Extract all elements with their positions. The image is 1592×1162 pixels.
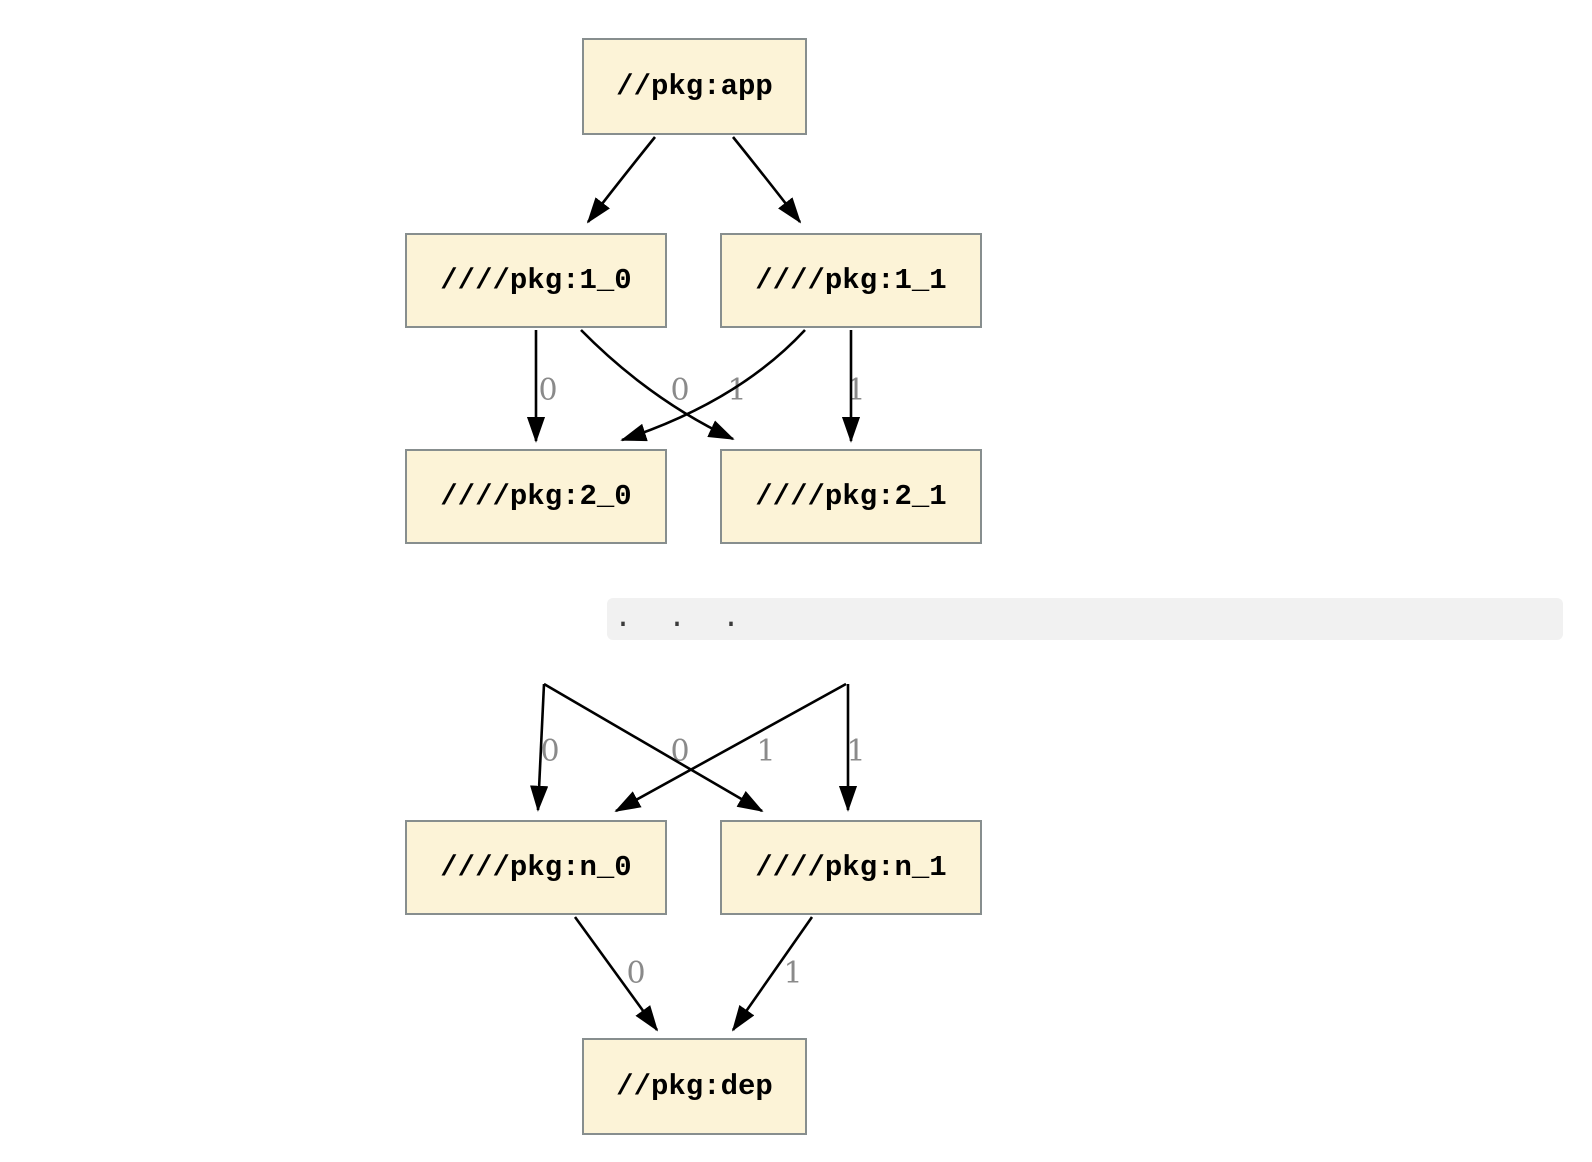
edge-label-1-0-to-2-1: 1 xyxy=(727,373,747,408)
edge-1-0-to-2-1 xyxy=(580,329,735,441)
node-pkg-app: //pkg:app xyxy=(582,38,807,135)
node-pkg-2-1: ////pkg:2_1 xyxy=(720,449,982,544)
edge-label-elided-to-n-1-cross: 1 xyxy=(756,734,776,769)
edge-elided-left-to-n-1 xyxy=(543,682,764,813)
edge-app-to-1-1 xyxy=(731,136,802,224)
edge-label-elided-to-n-1-right: 1 xyxy=(846,734,866,769)
node-pkg-1-1: ////pkg:1_1 xyxy=(720,233,982,328)
edge-label-n-0-to-dep: 0 xyxy=(626,956,646,991)
node-pkg-1-0: ////pkg:1_0 xyxy=(405,233,667,328)
ellipsis-code-block: . . . xyxy=(607,598,1563,640)
edge-app-to-1-0 xyxy=(586,136,657,224)
node-pkg-dep: //pkg:dep xyxy=(582,1038,807,1135)
node-pkg-n-1: ////pkg:n_1 xyxy=(720,820,982,915)
edge-elided-right-to-n-0 xyxy=(614,682,847,813)
node-pkg-n-0: ////pkg:n_0 xyxy=(405,820,667,915)
edge-label-1-1-to-2-0: 0 xyxy=(670,373,690,408)
node-pkg-2-0: ////pkg:2_0 xyxy=(405,449,667,544)
edge-1-1-to-2-0 xyxy=(620,329,806,442)
edge-label-1-0-to-2-0: 0 xyxy=(538,373,558,408)
edge-label-1-1-to-2-1: 1 xyxy=(846,373,866,408)
edge-label-elided-to-n-0-left: 0 xyxy=(540,734,560,769)
edge-label-n-1-to-dep: 1 xyxy=(783,956,803,991)
edge-label-elided-to-n-0-cross: 0 xyxy=(670,734,690,769)
